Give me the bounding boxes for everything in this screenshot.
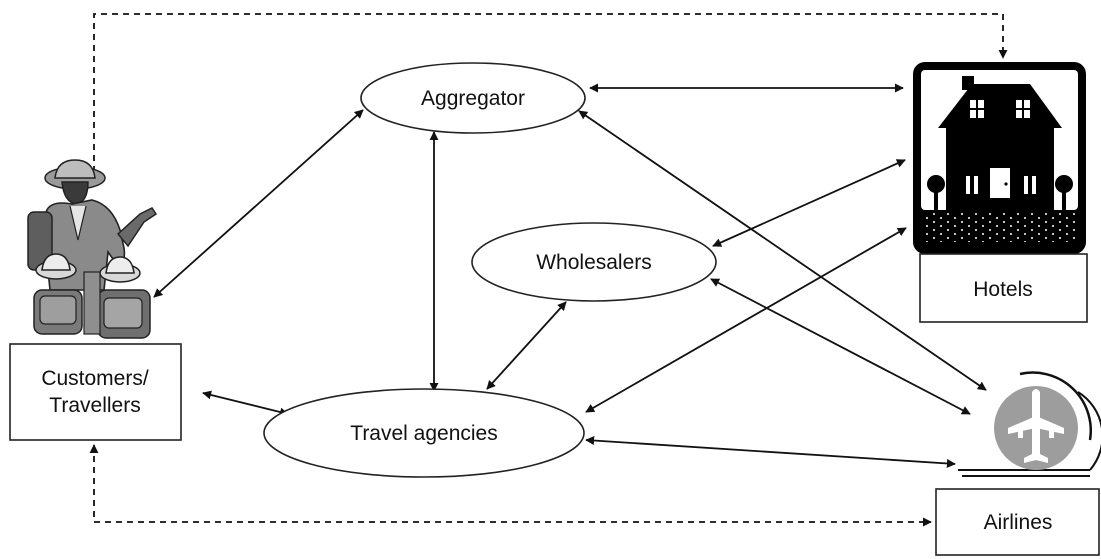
airlines-label: Airlines (984, 511, 1053, 534)
hotel-building-icon (913, 62, 1086, 254)
edge-customers-aggregator (153, 109, 364, 298)
edge-customers-travel-agencies (202, 390, 289, 417)
aggregator-label: Aggregator (421, 87, 525, 110)
customers-label-line2: Travellers (49, 394, 140, 417)
edge-wholesalers-hotels (712, 159, 906, 247)
customers-label-line1: Customers/ (41, 367, 149, 390)
edge-customers-airlines (89, 444, 932, 527)
node-hotels: Hotels (913, 62, 1088, 323)
node-customers: Customers/ Travellers (9, 159, 182, 441)
hotels-label: Hotels (973, 278, 1033, 301)
travel-agencies-label: Travel agencies (350, 422, 497, 445)
edge-wholesalers-travel-agencies (486, 301, 567, 390)
node-travel-agencies: Travel agencies (263, 388, 585, 478)
node-airlines: Airlines (935, 371, 1101, 556)
edge-travel-agencies-airlines (585, 436, 956, 468)
tourist-group-icon (27, 159, 158, 339)
edge-customers-hotels (89, 13, 1008, 184)
edge-travel-agencies-hotels (585, 227, 907, 413)
node-aggregator: Aggregator (360, 62, 586, 134)
node-wholesalers: Wholesalers (471, 222, 717, 302)
wholesalers-label: Wholesalers (536, 251, 652, 274)
airplane-icon (958, 371, 1101, 477)
edges (89, 13, 1008, 527)
